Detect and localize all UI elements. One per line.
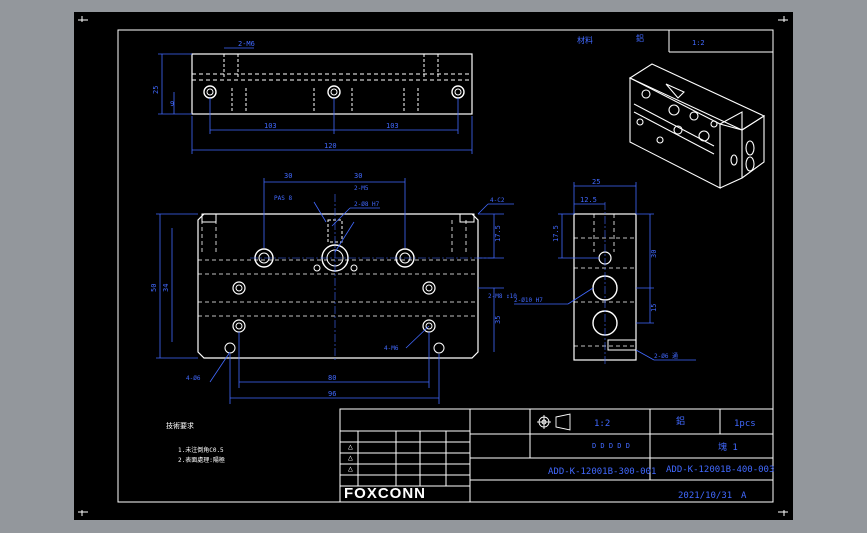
sheet-corner-marks	[78, 16, 788, 516]
dim-side-left: 17.5	[552, 225, 560, 242]
dim-front-hole-note-3: 2-Ø8 H7	[354, 201, 380, 208]
notes-title: 技術要求	[166, 421, 194, 430]
dim-top-hole-height: 9	[170, 100, 174, 108]
dim-front-height-inner: 34	[162, 284, 170, 292]
dim-front-pin-note: PAS 8	[274, 195, 292, 202]
title-small-cell: D D D D D	[592, 442, 630, 450]
revision-symbol-2: △	[348, 453, 353, 462]
dim-front-right-low: 35	[494, 316, 502, 324]
dim-front-bottom-left-note: 4-Ø6	[186, 375, 201, 382]
dim-top-note: 2-M6	[238, 40, 255, 48]
dim-front-hole-note-1: 2-M5	[354, 185, 369, 192]
technical-notes: 技術要求 1.未注倒角C0.5 2.表面處理:陽極	[166, 421, 225, 464]
dim-top-left-span: 103	[264, 122, 277, 130]
front-view: 30 30 PAS 8 2-M5 2-Ø8 H7 4-C2 50 34 17.5…	[150, 172, 517, 404]
title-block: △ △ △ 1:2 鋁 1pcs D D D D D 塊 1 ADD-K-120…	[339, 408, 774, 503]
title-date: 2021/10/31	[678, 491, 732, 501]
dim-front-left-offset: 30	[284, 172, 292, 180]
cad-drawing: 材料 鋁 1:2	[78, 16, 788, 516]
title-scale: 1:2	[594, 419, 610, 429]
dim-front-height: 50	[150, 284, 158, 292]
notes-line-1: 1.未注倒角C0.5	[178, 446, 224, 454]
company-logo: FOXCONN	[344, 485, 426, 502]
dim-front-bottom-outer: 96	[328, 390, 336, 398]
revision-symbol-3: △	[348, 464, 353, 473]
dim-top-overall: 120	[324, 142, 337, 150]
dim-front-bottom-inner: 80	[328, 374, 336, 382]
top-view: 25 9 103 103 120 2-M6	[152, 40, 473, 154]
dim-side-inner: 12.5	[580, 196, 597, 204]
dim-top-right-span: 103	[386, 122, 399, 130]
title-material: 鋁	[676, 415, 685, 427]
top-label-block: 材料 鋁 1:2	[577, 30, 773, 53]
dim-front-thread-note: 4-M6	[384, 345, 399, 352]
notes-line-2: 2.表面處理:陽極	[178, 456, 225, 464]
title-drawing-no-part: ADD-K-12001B-400-003	[666, 465, 774, 475]
dim-top-height: 25	[152, 86, 160, 94]
top-label-left: 材料	[577, 35, 593, 45]
drawing-sheet: 材料 鋁 1:2	[74, 12, 793, 520]
title-part-name: 塊 1	[718, 441, 738, 453]
dim-front-right-offset: 30	[354, 172, 362, 180]
dim-front-hole-note-2: 2-M8 ↧10	[488, 293, 517, 300]
title-quantity: 1pcs	[734, 419, 756, 429]
side-view: 25 12.5 17.5 30 15 2-Ø10 H7 2-Ø6 通	[514, 178, 696, 364]
dim-side-right-2: 15	[650, 304, 658, 312]
dim-side-bottom-note: 2-Ø6 通	[654, 352, 678, 360]
dim-side-hole-note: 2-Ø10 H7	[514, 297, 543, 304]
projection-symbol-icon	[537, 413, 571, 431]
revision-symbol-1: △	[348, 442, 353, 451]
title-drawing-no-main: ADD-K-12001B-300-001	[548, 467, 656, 477]
dim-side-right-1: 30	[650, 250, 658, 258]
top-label-mid: 鋁	[636, 33, 644, 43]
dim-front-chamfer: 4-C2	[490, 197, 505, 204]
top-label-right: 1:2	[692, 39, 705, 47]
title-revision: A	[741, 491, 747, 501]
isometric-view	[628, 63, 766, 189]
dim-front-right-top: 17.5	[494, 225, 502, 242]
dim-side-width: 25	[592, 178, 600, 186]
